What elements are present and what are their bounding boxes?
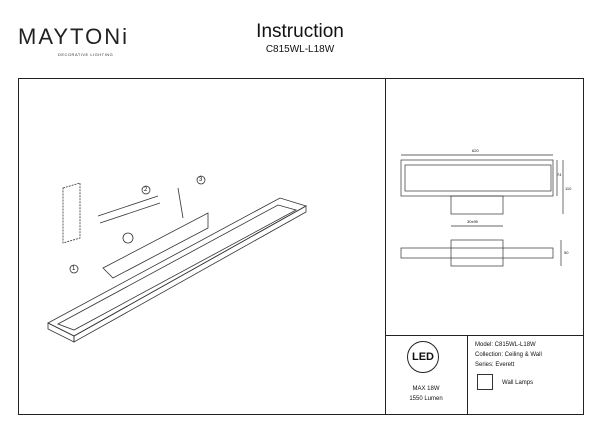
model-info: Model: C815WL-L18W: [475, 342, 536, 348]
dimension-drawing: [400, 154, 564, 267]
bracket: [97, 195, 159, 217]
wall-icon: [62, 182, 81, 244]
lamp-type: Wall Lamps: [502, 380, 534, 386]
step-1-marker: [69, 264, 79, 274]
step-label: 2: [144, 187, 148, 193]
dim-height-a: 74: [557, 172, 562, 177]
series-info: Series: Everett: [475, 362, 515, 368]
screw: [177, 187, 184, 219]
divider: [385, 335, 584, 336]
wall-lamp-icon: [477, 374, 493, 390]
dim-depth: 50: [564, 250, 569, 255]
led-icon: LED: [407, 341, 439, 373]
lamp-bar: [47, 197, 308, 343]
page-title: Instruction: [256, 21, 344, 42]
collection-info: Collection: Ceiling & Wall: [475, 352, 542, 358]
lumen: 1550 Lumen: [409, 396, 443, 402]
dim-width: 620: [472, 148, 479, 153]
mount-block: [102, 212, 209, 279]
dim-height-b: 110: [565, 186, 572, 191]
brand-subtitle: DECORATIVE LIGHTING: [58, 52, 114, 57]
divider: [385, 78, 386, 415]
step-2-marker: [141, 185, 151, 195]
content-frame: [18, 78, 584, 415]
step-label: 1: [72, 266, 76, 272]
brand-logo: MAYTONi: [18, 24, 129, 49]
divider: [467, 335, 468, 415]
step-label: 3: [199, 177, 203, 183]
step-3-marker: [196, 175, 206, 185]
installation-drawing: [47, 175, 308, 343]
power: MAX 18W: [412, 386, 440, 392]
dim-mount: 30x95: [467, 219, 478, 224]
model-code: C815WL-L18W: [265, 44, 335, 55]
